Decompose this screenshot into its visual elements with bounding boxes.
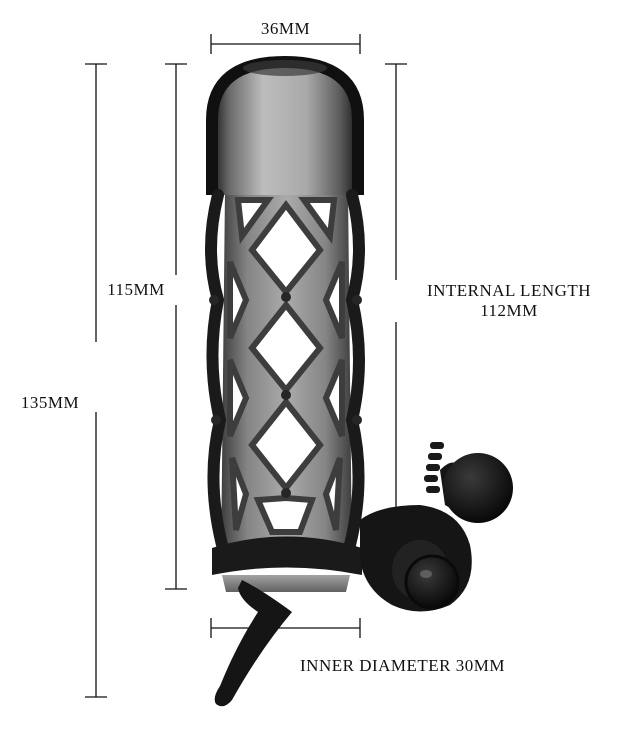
net-left-rail <box>205 189 228 551</box>
net-nodes <box>209 292 362 498</box>
internal-length-title: INTERNAL LENGTH <box>426 281 592 300</box>
sleeve-length-label: 115MM <box>107 280 165 299</box>
stimulator-ball <box>424 442 513 523</box>
internal-length-value: 112MM <box>480 301 538 320</box>
vibrator-unit <box>360 505 472 612</box>
inner-diameter-label: INNER DIAMETER 30MM <box>300 656 505 675</box>
sleeve-cap <box>212 62 358 195</box>
sleeve-illustration <box>205 55 513 707</box>
top-width-label: 36MM <box>260 19 311 38</box>
total-length-label: 135MM <box>20 393 80 412</box>
base-ring <box>212 536 362 575</box>
net-windows <box>227 197 345 535</box>
support-strap <box>214 580 292 707</box>
net-right-rail <box>344 189 365 551</box>
